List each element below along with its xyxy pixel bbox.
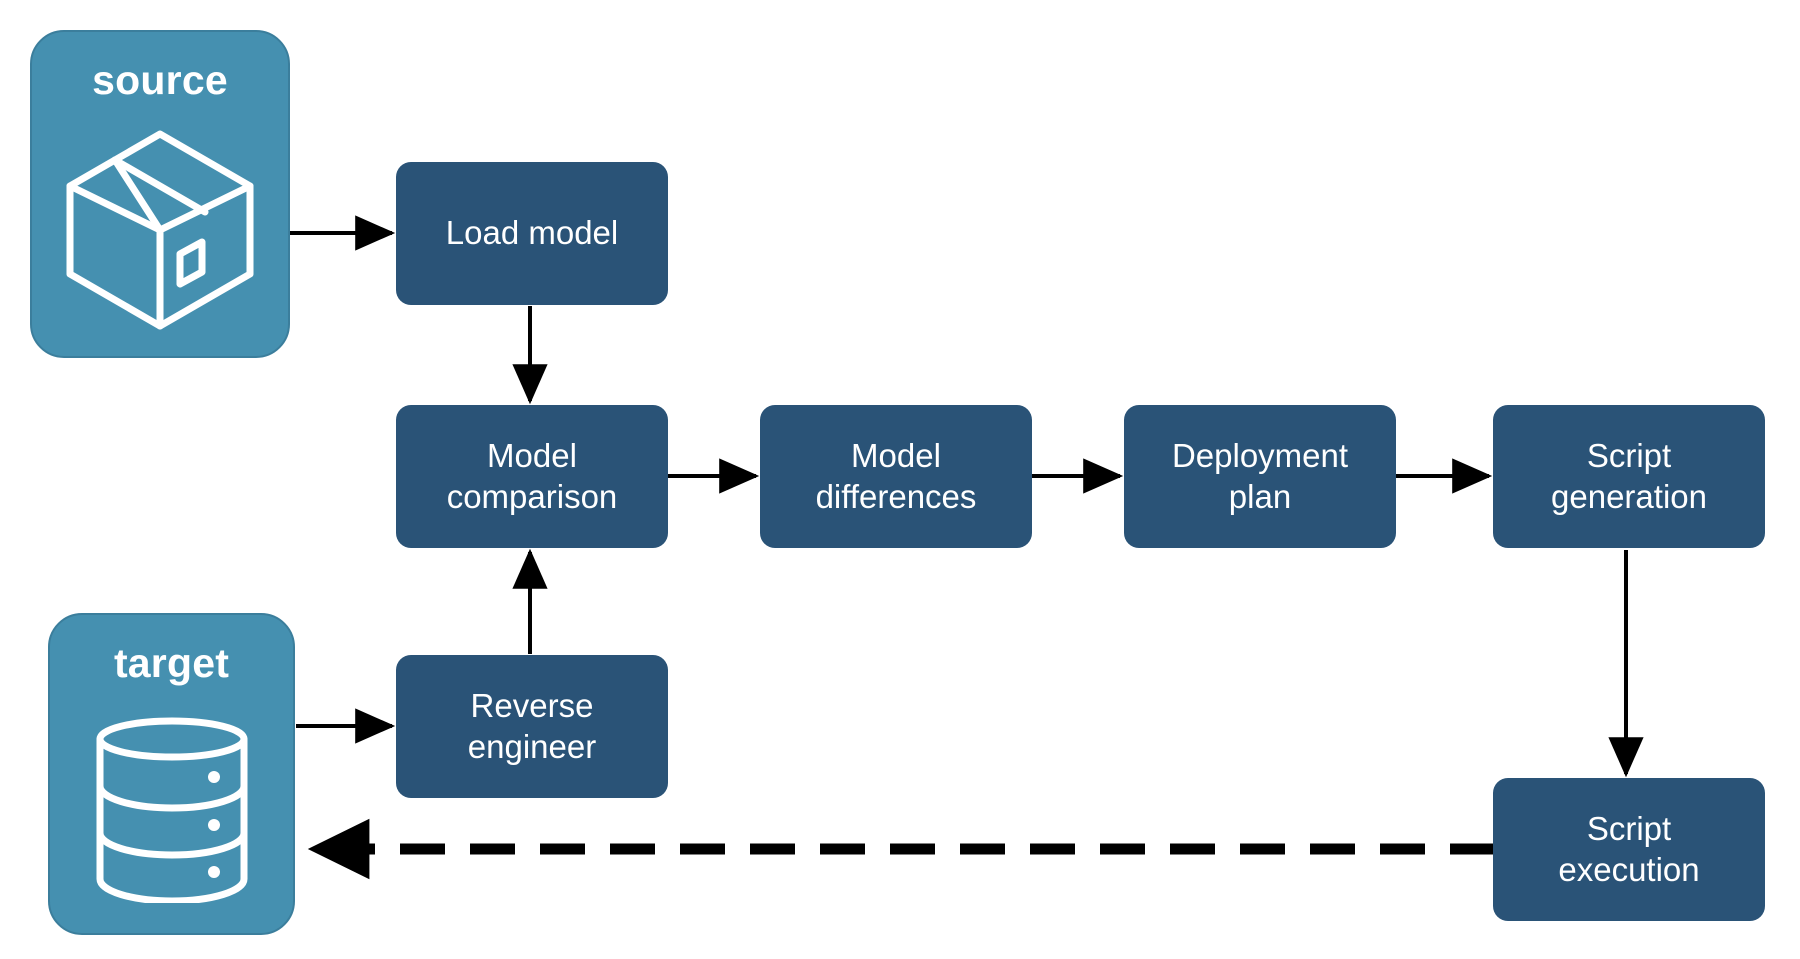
node-script-execution-line2: execution <box>1558 850 1700 888</box>
database-cylinder-icon <box>50 684 293 933</box>
node-model-comparison-line2: comparison <box>446 477 618 515</box>
node-model-differences-line1: Model <box>851 437 941 475</box>
endpoint-source-label: source <box>92 57 228 103</box>
node-model-comparison[interactable]: Model comparison <box>396 405 668 548</box>
node-script-generation-line1: Script <box>1586 437 1672 475</box>
endpoint-target[interactable]: target <box>48 613 295 935</box>
node-deployment-plan-line2: plan <box>1228 477 1292 515</box>
node-script-generation-line2: generation <box>1551 477 1707 515</box>
node-model-comparison-line1: Model <box>487 437 577 475</box>
node-load-model-line1: Load model <box>445 214 619 252</box>
node-model-differences-line2: differences <box>815 477 977 515</box>
node-reverse-engineer-line1: Reverse <box>470 687 594 725</box>
node-script-execution[interactable]: Script execution <box>1493 778 1765 921</box>
node-script-generation[interactable]: Script generation <box>1493 405 1765 548</box>
node-model-differences[interactable]: Model differences <box>760 405 1032 548</box>
node-reverse-engineer-line2: engineer <box>467 727 597 765</box>
endpoint-target-label: target <box>113 640 230 686</box>
node-load-model[interactable]: Load model <box>396 162 668 305</box>
node-reverse-engineer[interactable]: Reverse engineer <box>396 655 668 798</box>
node-deployment-plan[interactable]: Deployment plan <box>1124 405 1396 548</box>
node-deployment-plan-line1: Deployment <box>1171 437 1349 475</box>
package-box-icon <box>32 101 288 356</box>
node-script-execution-line1: Script <box>1586 810 1672 848</box>
endpoint-source[interactable]: source <box>30 30 290 358</box>
